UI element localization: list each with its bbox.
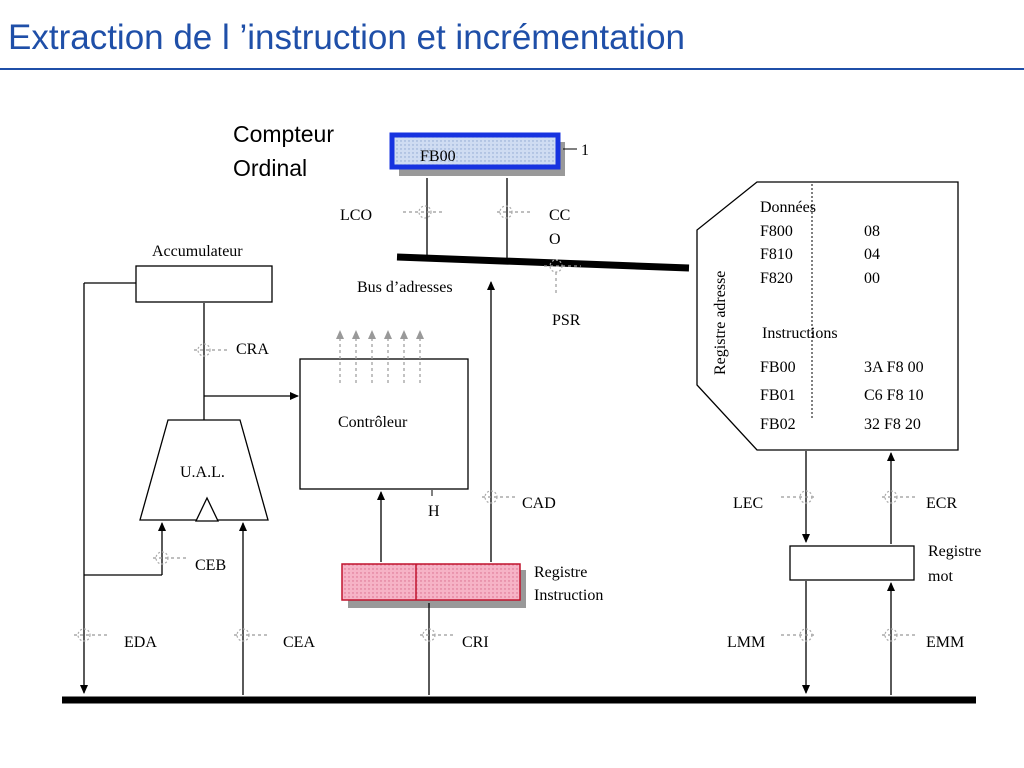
mem-instr-val: C6 F8 10	[864, 387, 924, 404]
ecr-label: ECR	[926, 495, 957, 512]
mem-instr-val: 32 F8 20	[864, 416, 921, 433]
registre-mot	[789, 545, 915, 581]
cra-label: CRA	[236, 341, 269, 358]
cco-control-icon	[497, 205, 530, 219]
co-label-2: Ordinal	[233, 155, 307, 181]
ual-label: U.A.L.	[180, 464, 225, 481]
controleur-label: Contrôleur	[338, 414, 408, 431]
mem-instr-addr: FB02	[760, 416, 796, 433]
ri-label-1: Registre	[534, 564, 587, 581]
rm-label-2: mot	[928, 568, 953, 585]
cea-label: CEA	[283, 634, 315, 651]
eda-control-icon	[74, 628, 108, 642]
compteur-ordinal-register	[389, 132, 561, 170]
mem-instr-val: 3A F8 00	[864, 359, 924, 376]
registre-adresse-label: Registre adresse	[712, 271, 729, 375]
rm-label-1: Registre	[928, 543, 981, 560]
accumulateur-register	[135, 265, 273, 303]
emm-label: EMM	[926, 634, 964, 651]
lmm-control-icon	[781, 628, 815, 642]
co-label-1: Compteur	[233, 121, 334, 147]
eda-label: EDA	[124, 634, 157, 651]
mem-data-addr: F820	[760, 270, 793, 287]
lec-label: LEC	[733, 495, 763, 512]
ceb-control-icon	[153, 551, 187, 565]
lco-label: LCO	[340, 207, 372, 224]
control-signal-arrows	[336, 330, 424, 383]
mem-data-addr: F810	[760, 246, 793, 263]
mem-data-val: 04	[864, 246, 880, 263]
cri-control-icon	[420, 628, 454, 642]
cco-label-2: O	[549, 231, 561, 248]
mem-data-val: 08	[864, 223, 880, 240]
controleur-unit	[299, 358, 469, 490]
emm-control-icon	[882, 628, 916, 642]
co-value: FB00	[420, 148, 456, 165]
title-divider	[0, 68, 1024, 70]
registre-instruction	[341, 563, 521, 601]
cco-label-1: CC	[549, 207, 570, 224]
cad-control-icon	[482, 490, 516, 504]
mem-data-val: 00	[864, 270, 880, 287]
h-label: H	[428, 503, 440, 520]
bus-adresses-label: Bus d’adresses	[357, 279, 453, 296]
mem-instr-addr: FB01	[760, 387, 796, 404]
memory-block	[696, 181, 959, 451]
ecr-control-icon	[882, 490, 916, 504]
mem-data-addr: F800	[760, 223, 793, 240]
cad-label: CAD	[522, 495, 556, 512]
mem-instr-addr: FB00	[760, 359, 796, 376]
co-increment: 1	[581, 142, 589, 159]
lec-control-icon	[781, 490, 815, 504]
cri-label: CRI	[462, 634, 489, 651]
ri-label-2: Instruction	[534, 587, 603, 604]
cea-control-icon	[234, 628, 268, 642]
lmm-label: LMM	[727, 634, 765, 651]
ceb-label: CEB	[195, 557, 226, 574]
cra-control-icon	[194, 343, 228, 357]
ual-unit	[139, 419, 269, 521]
instructions-header: Instructions	[762, 325, 838, 342]
donnees-header: Données	[760, 199, 816, 216]
psr-control-icon	[544, 259, 581, 294]
accumulateur-label: Accumulateur	[152, 243, 243, 260]
address-bus	[396, 253, 690, 272]
page-title: Extraction de l ’instruction et incrémen…	[8, 18, 685, 57]
psr-label: PSR	[552, 312, 581, 329]
lco-control-icon	[403, 205, 442, 219]
